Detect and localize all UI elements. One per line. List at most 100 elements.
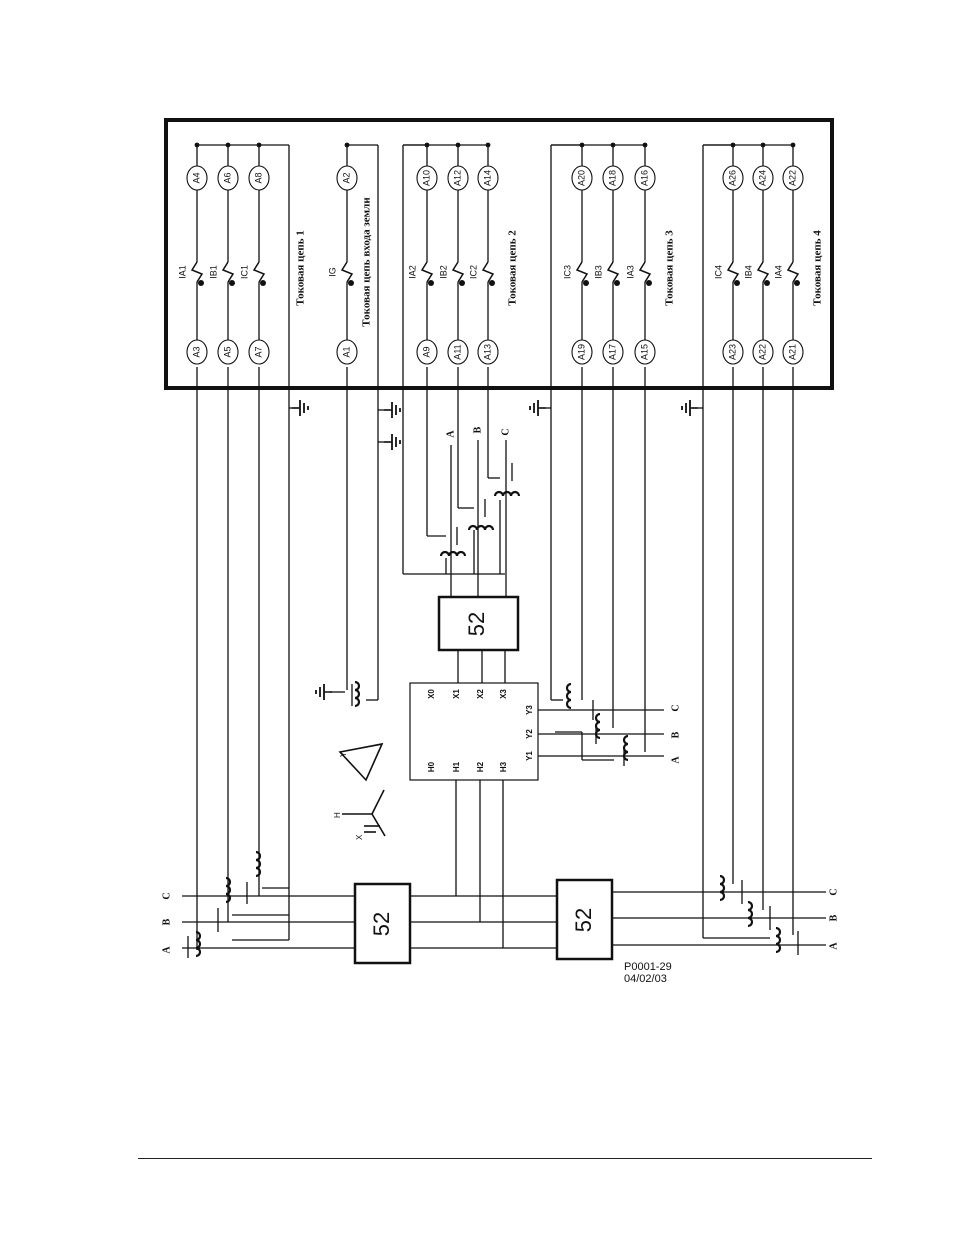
h-terminal-label: H2 bbox=[476, 761, 485, 772]
footer-rule bbox=[138, 1158, 872, 1159]
polarity-dot bbox=[198, 280, 204, 286]
junction-dot bbox=[579, 142, 585, 148]
terminal-circle bbox=[447, 339, 469, 365]
drawing-id: P0001-29 bbox=[624, 961, 672, 973]
channel-label: IC1 bbox=[239, 265, 249, 279]
terminal-label: A2 bbox=[341, 172, 351, 183]
x-terminal-label: X0 bbox=[427, 689, 436, 699]
polarity-dot bbox=[646, 280, 652, 286]
polarity-dot bbox=[764, 280, 770, 286]
ground-symbols bbox=[291, 399, 699, 701]
junction-dot bbox=[225, 142, 231, 148]
circuit-caption: Токовая цепь 2 bbox=[507, 230, 519, 306]
terminal-label: A20 bbox=[576, 170, 586, 186]
ct-input-coil bbox=[575, 261, 589, 283]
junction-dot bbox=[485, 142, 491, 148]
phase-label-c: C bbox=[670, 704, 681, 711]
breaker-left-label: 52 bbox=[369, 912, 394, 936]
terminal-circle bbox=[782, 339, 804, 365]
wye-winding-symbol: H X bbox=[333, 789, 386, 840]
terminal-circle bbox=[722, 339, 744, 365]
ground-icon bbox=[529, 399, 547, 417]
ct-input-coil bbox=[340, 261, 354, 283]
terminal-label: A8 bbox=[253, 172, 263, 183]
phase-label-b: B bbox=[472, 426, 483, 433]
phase-label-a: A bbox=[670, 756, 681, 764]
breaker-upper-label: 52 bbox=[464, 612, 489, 636]
y-terminal-label: Y2 bbox=[525, 729, 534, 739]
terminal-circle bbox=[336, 339, 358, 365]
channel-label: IA2 bbox=[407, 265, 417, 279]
circuit-caption: Токовая цепь 4 bbox=[812, 230, 824, 306]
polarity-dot bbox=[229, 280, 235, 286]
circuit-caption: Токовая цепь входа земли bbox=[361, 197, 373, 327]
phase-label-a: A bbox=[828, 942, 839, 950]
ct-input-coil bbox=[481, 261, 495, 283]
terminal-label: A7 bbox=[253, 346, 263, 357]
junction-dot bbox=[790, 142, 796, 148]
ct-input-coil bbox=[638, 261, 652, 283]
terminal-circle bbox=[416, 339, 438, 365]
terminal-label: A11 bbox=[452, 344, 462, 359]
ground-icon bbox=[383, 433, 401, 451]
channel-label: IA3 bbox=[625, 265, 635, 279]
terminal-label: A13 bbox=[482, 344, 492, 360]
wye-h-label: H bbox=[333, 812, 342, 818]
junction-dot bbox=[344, 142, 350, 148]
terminal-circle bbox=[571, 339, 593, 365]
channel-label: IA1 bbox=[177, 265, 187, 279]
channel-label: IB4 bbox=[743, 265, 753, 279]
ground-icon bbox=[315, 683, 333, 701]
polarity-dot bbox=[428, 280, 434, 286]
channel-label: IA4 bbox=[773, 265, 783, 279]
ct-input-coil bbox=[221, 261, 235, 283]
junction-dot bbox=[256, 142, 262, 148]
terminal-label: A9 bbox=[421, 346, 431, 357]
polarity-dot bbox=[260, 280, 266, 286]
phase-labels: C B A C B A A B C C B A bbox=[161, 426, 839, 953]
terminal-label: A6 bbox=[222, 172, 232, 183]
drawing-date: 04/02/03 bbox=[624, 973, 667, 985]
phase-label-c: C bbox=[500, 428, 511, 435]
x-terminal-label: X3 bbox=[499, 689, 508, 699]
relay-box bbox=[164, 118, 834, 390]
x-terminal-label: X1 bbox=[452, 689, 461, 699]
ct-input-coil bbox=[606, 261, 620, 283]
channel-label: IC4 bbox=[713, 265, 723, 279]
ct-input-coil bbox=[420, 261, 434, 283]
junction-dot bbox=[455, 142, 461, 148]
terminal-label: A24 bbox=[757, 170, 767, 186]
junction-dot bbox=[730, 142, 736, 148]
terminal-circle bbox=[752, 339, 774, 365]
terminal-label: A18 bbox=[607, 170, 617, 186]
terminal-label: A17 bbox=[607, 344, 617, 360]
ct-input-coil bbox=[252, 261, 266, 283]
h-terminal-label: H3 bbox=[499, 761, 508, 772]
y-terminal-label: Y3 bbox=[525, 705, 534, 715]
phase-label-a: A bbox=[445, 430, 456, 438]
terminal-label: A19 bbox=[576, 344, 586, 360]
terminal-label: A22 bbox=[757, 344, 767, 360]
terminal-label: A5 bbox=[222, 346, 232, 357]
terminal-label: A16 bbox=[639, 170, 649, 186]
terminal-circle bbox=[186, 339, 208, 365]
terminal-label: A12 bbox=[452, 170, 462, 186]
polarity-dot bbox=[489, 280, 495, 286]
channel-label: IB3 bbox=[593, 265, 603, 279]
ground-icon bbox=[383, 401, 401, 419]
ct-input-coil bbox=[726, 261, 740, 283]
delta-winding-symbol: Y bbox=[338, 742, 384, 782]
junction-dot bbox=[424, 142, 430, 148]
junction-dot bbox=[642, 142, 648, 148]
breaker-upper: 52 bbox=[437, 595, 520, 652]
terminal-circle bbox=[634, 339, 656, 365]
y-terminal-label: Y1 bbox=[525, 751, 534, 761]
circuit-caption: Токовая цепь 3 bbox=[664, 230, 676, 306]
h-terminal-label: H1 bbox=[452, 761, 461, 772]
